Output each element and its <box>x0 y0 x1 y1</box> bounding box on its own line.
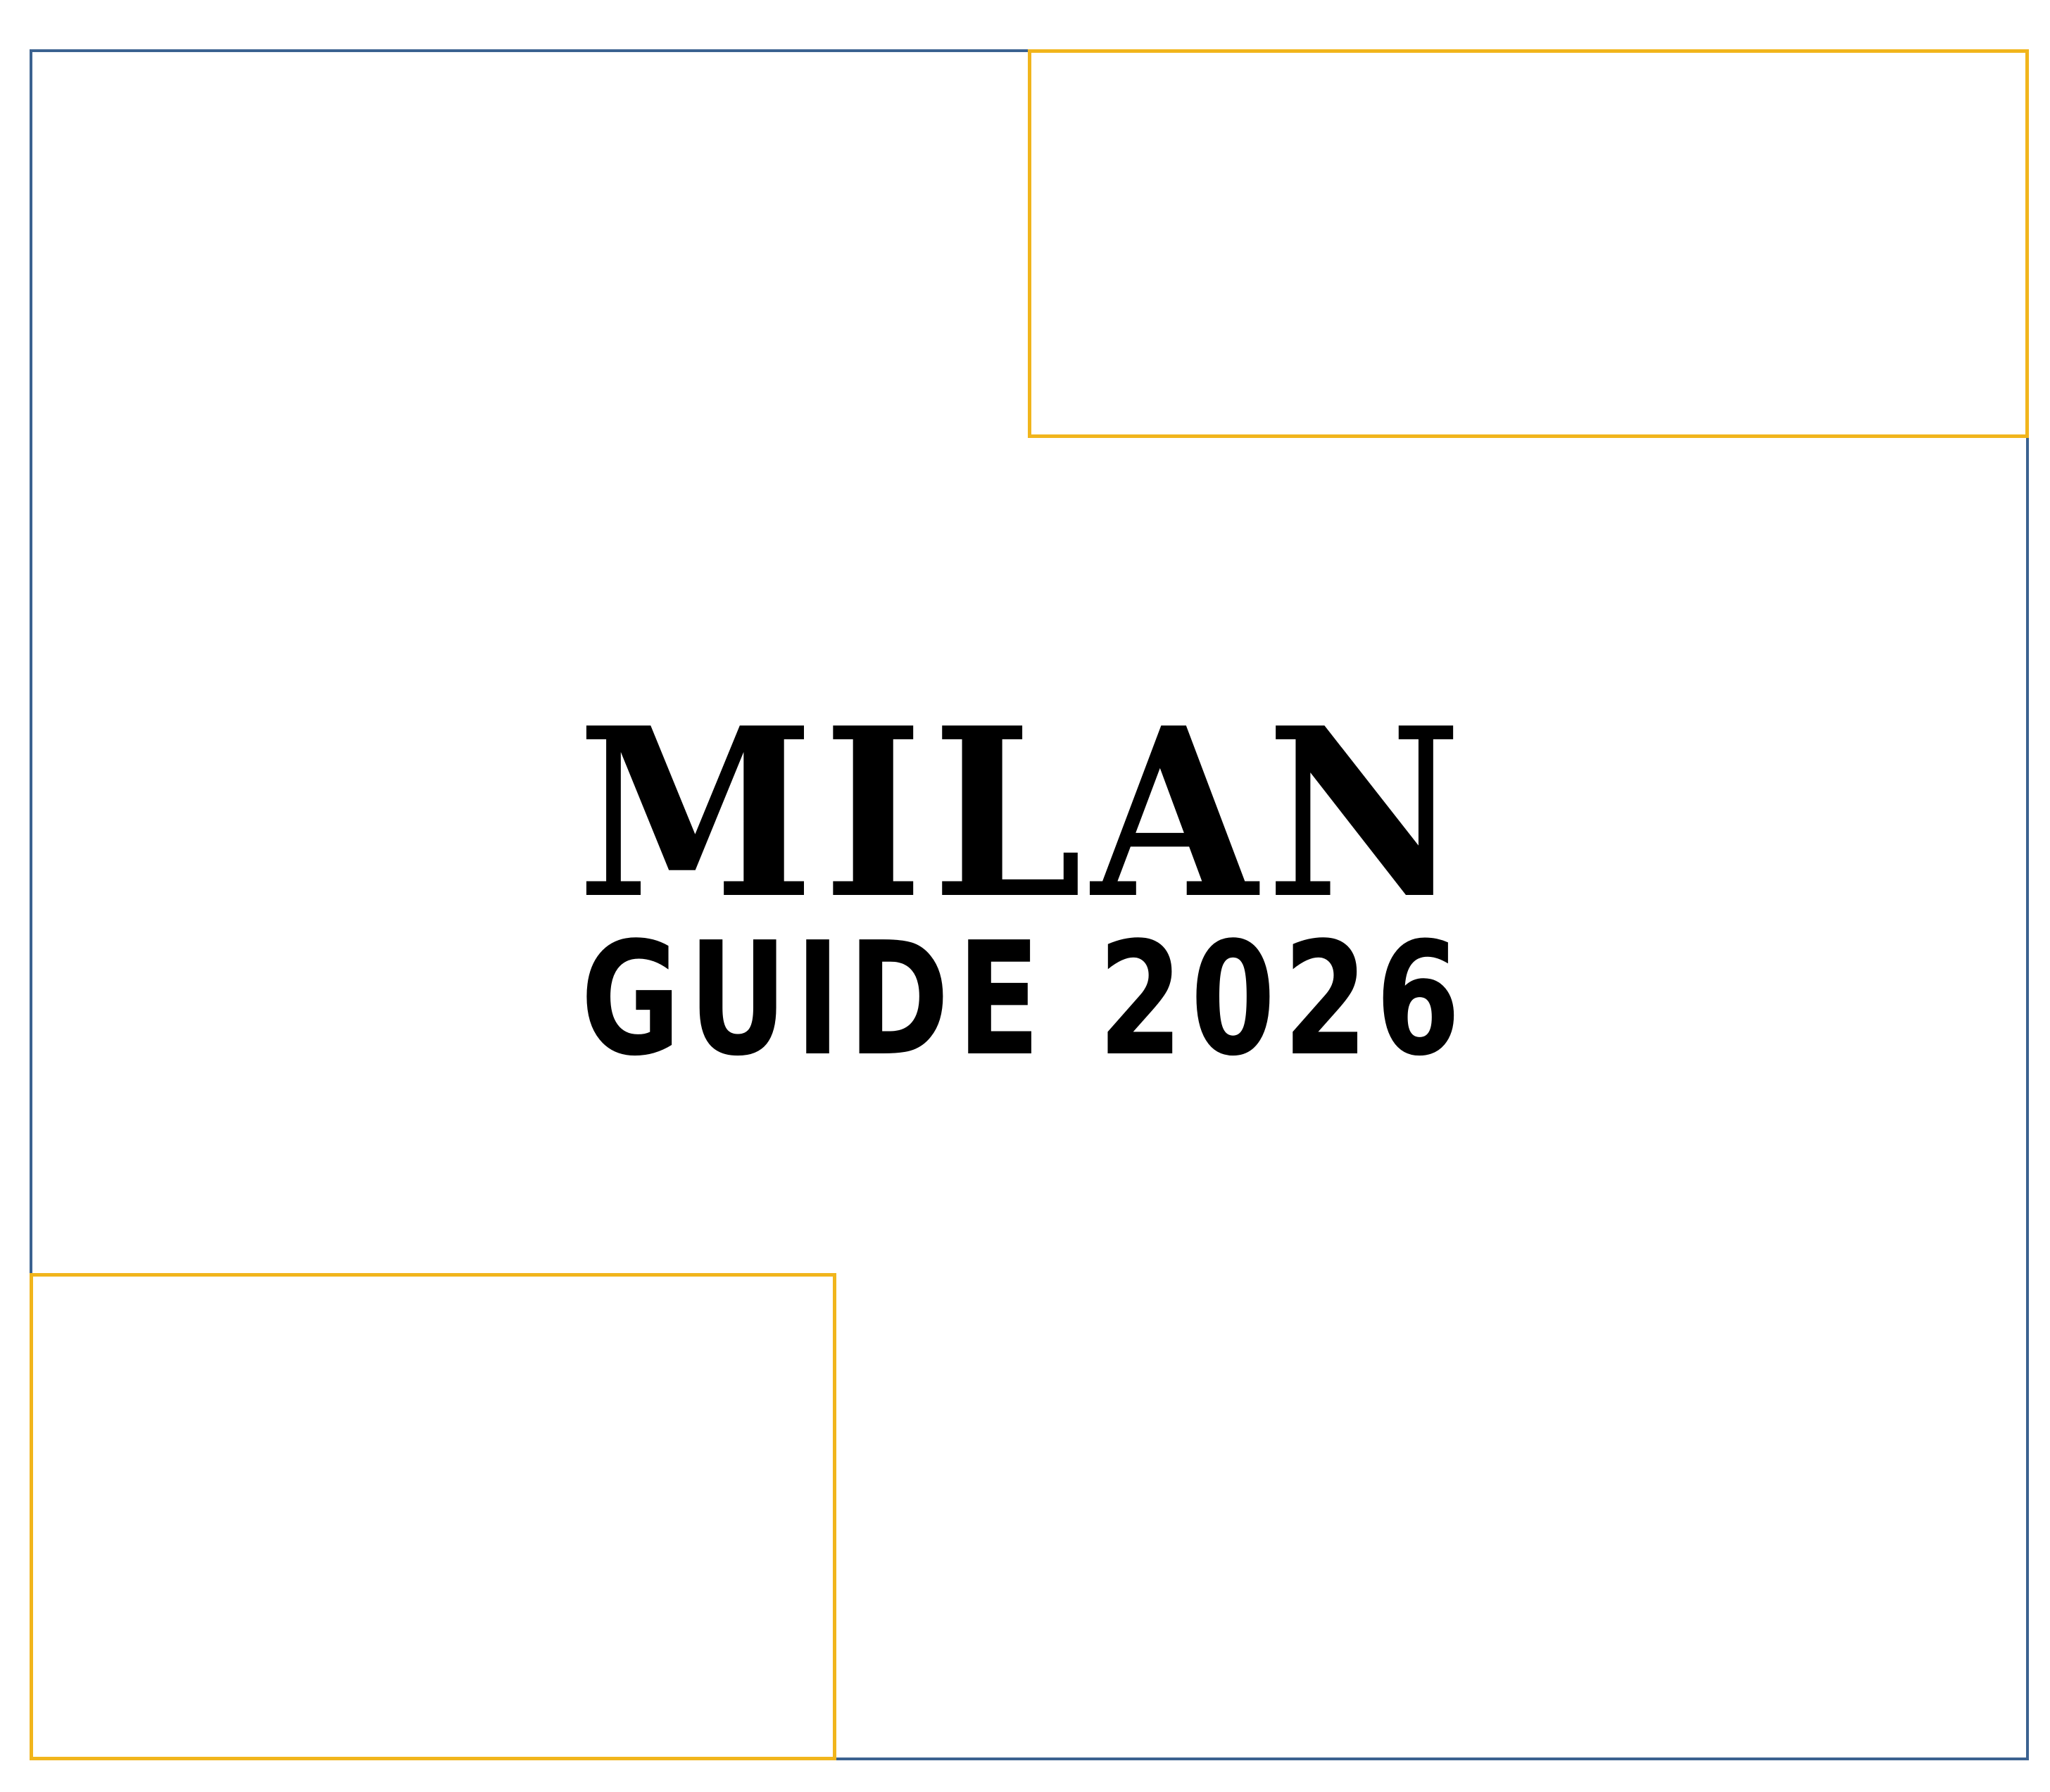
accent-frame-top-right <box>1028 49 2029 438</box>
cover-title: MILAN <box>577 677 1471 950</box>
cover-subtitle: GUIDE 2026 <box>580 909 1469 1091</box>
accent-frame-bottom-left <box>30 1273 836 1760</box>
cover-title-block: MILAN GUIDE 2026 <box>577 697 1461 1078</box>
